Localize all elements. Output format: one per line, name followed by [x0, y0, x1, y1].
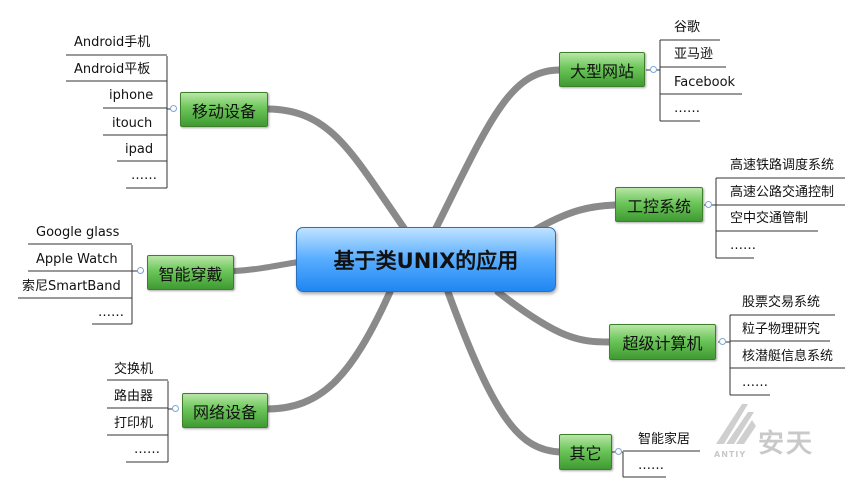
- leaf-item[interactable]: 交换机: [114, 362, 154, 377]
- collapse-dot-supercomputer[interactable]: [719, 338, 726, 345]
- leaf-item[interactable]: Apple Watch: [36, 252, 118, 267]
- leaf-item[interactable]: Google glass: [36, 225, 120, 240]
- leaf-item[interactable]: 粒子物理研究: [742, 322, 821, 337]
- connector-supercomputer: [494, 288, 614, 346]
- branch-node-other[interactable]: 其它: [559, 434, 612, 470]
- leaf-item[interactable]: 打印机: [114, 416, 154, 431]
- branch-node-supercomputer[interactable]: 超级计算机: [609, 324, 716, 360]
- connector-network: [264, 288, 394, 413]
- leaf-item[interactable]: 股票交易系统: [742, 295, 821, 310]
- leaf-item[interactable]: ……: [742, 375, 768, 390]
- center-node[interactable]: 基于类UNIX的应用: [296, 227, 556, 292]
- leaf-item[interactable]: Android手机: [74, 35, 151, 50]
- branch-label: 工控系统: [626, 196, 691, 216]
- antiy-logo-icon: [716, 404, 756, 444]
- branch-node-websites[interactable]: 大型网站: [559, 52, 645, 87]
- watermark-brand: 安天: [758, 429, 815, 459]
- leaf-item[interactable]: 高速铁路调度系统: [730, 158, 835, 173]
- leaf-item[interactable]: ……: [674, 101, 700, 116]
- collapse-dot-wearable[interactable]: [137, 267, 144, 274]
- collapse-dot-websites[interactable]: [650, 66, 657, 73]
- leaf-item[interactable]: 核潜艇信息系统: [742, 349, 834, 364]
- leaf-item[interactable]: Android平板: [74, 62, 151, 77]
- branch-label: 智能穿戴: [158, 264, 223, 284]
- branch-node-control[interactable]: 工控系统: [615, 187, 703, 222]
- leaf-item[interactable]: ……: [134, 442, 160, 457]
- watermark-sub: ANTIY: [714, 450, 747, 459]
- branch-label: 大型网站: [569, 61, 634, 81]
- branch-label: 网络设备: [192, 402, 257, 422]
- leaf-item[interactable]: Facebook: [674, 75, 736, 90]
- leaf-item[interactable]: 亚马逊: [674, 47, 714, 62]
- collapse-dot-control[interactable]: [705, 201, 712, 208]
- connector-other: [444, 288, 564, 456]
- collapse-dot-other[interactable]: [615, 448, 622, 455]
- center-label: 基于类UNIX的应用: [333, 248, 519, 273]
- branch-node-network[interactable]: 网络设备: [182, 393, 268, 428]
- branch-label: 其它: [569, 444, 602, 463]
- connector-wearable: [231, 259, 301, 274]
- branch-node-wearable[interactable]: 智能穿戴: [147, 255, 234, 290]
- leaf-item[interactable]: ……: [98, 305, 124, 320]
- connector-websites: [432, 66, 564, 232]
- leaf-item[interactable]: ipad: [125, 142, 154, 157]
- leaf-item[interactable]: ……: [730, 238, 756, 253]
- branch-label: 移动设备: [191, 101, 256, 121]
- branch-label: 超级计算机: [622, 334, 703, 353]
- branch-node-mobile[interactable]: 移动设备: [180, 92, 268, 127]
- leaf-item[interactable]: itouch: [112, 116, 153, 131]
- leaf-item[interactable]: ……: [131, 168, 157, 183]
- leaf-item[interactable]: 高速公路交通控制: [730, 185, 835, 200]
- leaf-item[interactable]: iphone: [109, 88, 154, 103]
- leaf-lines-control: [704, 177, 845, 259]
- leaf-item[interactable]: 谷歌: [674, 20, 701, 35]
- leaf-item[interactable]: 路由器: [114, 389, 154, 404]
- leaf-item[interactable]: 智能家居: [638, 432, 691, 447]
- leaf-lines-mobile: [66, 54, 176, 189]
- leaf-item[interactable]: 空中交通管制: [730, 211, 809, 226]
- leaf-item[interactable]: 索尼SmartBand: [22, 279, 121, 294]
- leaf-lines-websites: [646, 39, 742, 122]
- leaf-item[interactable]: ……: [638, 458, 664, 473]
- leaf-lines-supercomputer: [718, 314, 845, 396]
- collapse-dot-network[interactable]: [172, 405, 179, 412]
- collapse-dot-mobile[interactable]: [170, 105, 177, 112]
- connector-mobile: [264, 105, 408, 232]
- connector-control: [531, 201, 619, 234]
